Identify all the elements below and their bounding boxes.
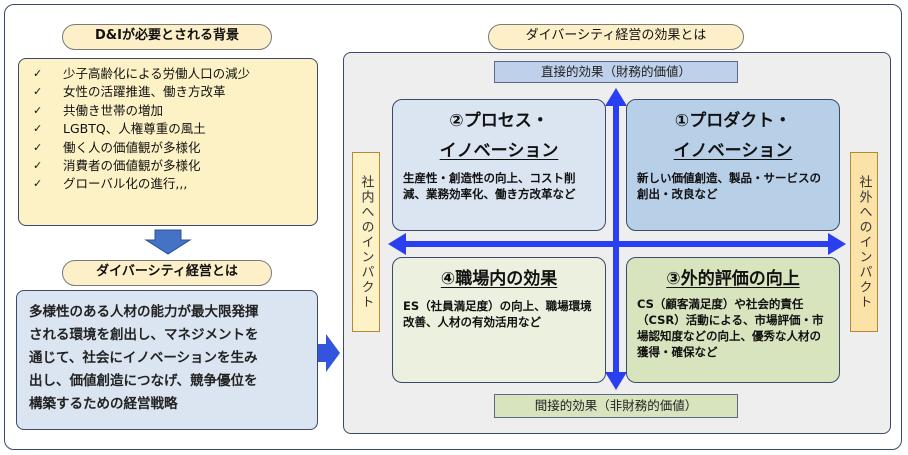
indirect-effect-label: 間接的効果（非財務的価値）	[494, 394, 738, 418]
check-icon: ✓	[33, 85, 43, 99]
check-icon: ✓	[33, 122, 43, 136]
internal-impact-label: 社内へのインパクト	[352, 152, 380, 332]
direct-effect-label: 直接的効果（財務的価値）	[494, 61, 738, 83]
quadrant-workplace-effect: ④職場内の効果 ES（社員満足度）の向上、職場環境改善、人材の有効活用など	[392, 257, 606, 383]
quadrant-text: 生産性・創造性の向上、コスト削減、業務効率化、働き方改革など	[403, 171, 576, 201]
quadrant-text: 新しい価値創造、製品・サービスの創出・改良など	[637, 171, 821, 201]
external-impact-label: 社外へのインパクト	[850, 152, 878, 332]
definition-line: 構築するための経営戦略	[29, 396, 178, 412]
background-item: ✓働く人の価値観が多様化	[29, 139, 307, 157]
quadrant-title-line2: イノベーション	[439, 141, 559, 161]
definition-line: される環境を創出し、マネジメントを	[29, 327, 259, 343]
down-arrow	[144, 229, 192, 255]
definition-line: 多様性のある人材の能力が最大限発揮	[29, 304, 259, 320]
management-title: ダイバーシティ経営とは	[62, 260, 272, 286]
background-item: ✓LGBTQ、人権尊重の風土	[29, 120, 307, 138]
check-icon: ✓	[33, 67, 43, 80]
definition-line: 通じて、社会にイノベーションを生み	[29, 350, 258, 366]
quadrant-process-innovation: ②プロセス・ イノベーション 生産性・創造性の向上、コスト削減、業務効率化、働き…	[392, 99, 606, 231]
down-arrowhead	[605, 372, 627, 390]
background-item: ✓共働き世帯の増加	[29, 102, 307, 120]
background-item: ✓消費者の価値観が多様化	[29, 157, 307, 175]
quadrant-product-innovation: ①プロダクト・ イノベーション 新しい価値創造、製品・サービスの創出・改良など	[626, 99, 840, 231]
quadrant-title: ①プロダクト・	[674, 111, 792, 131]
quadrant-title: ③外的評価の向上	[666, 269, 800, 289]
quadrant-title-line2: イノベーション	[673, 141, 793, 161]
check-icon: ✓	[33, 103, 43, 117]
outer-frame	[4, 4, 902, 450]
background-item: ✓少子高齢化による労働人口の減少	[29, 65, 307, 83]
definition-line: 出し、価値創造につなげ、競争優位を	[29, 373, 258, 389]
background-list-box: ✓少子高齢化による労働人口の減少 ✓女性の活躍推進、働き方改革 ✓共働き世帯の増…	[18, 58, 318, 226]
background-item: ✓女性の活躍推進、働き方改革	[29, 83, 307, 101]
right-arrow	[318, 334, 340, 372]
management-definition-box: 多様性のある人材の能力が最大限発揮 される環境を創出し、マネジメントを 通じて、…	[16, 290, 318, 430]
right-arrowhead	[828, 233, 846, 255]
quadrant-title: ④職場内の効果	[440, 269, 558, 289]
quadrant-text: ES（社員満足度）の向上、職場環境改善、人材の有効活用など	[403, 299, 592, 329]
quadrant-text: CS（顧客満足度）や社会的責任（CSR）活動による、市場評価・市場認知度などの向…	[637, 297, 824, 359]
check-icon: ✓	[33, 159, 43, 173]
check-icon: ✓	[33, 140, 43, 154]
background-item: ✓グローバル化の進行,,,	[29, 175, 307, 193]
quadrant-title: ②プロセス・	[449, 111, 549, 131]
left-arrowhead	[388, 233, 406, 255]
up-arrowhead	[605, 88, 627, 106]
effects-title: ダイバーシティ経営の効果とは	[488, 24, 744, 50]
quadrant-external-evaluation: ③外的評価の向上 CS（顧客満足度）や社会的責任（CSR）活動による、市場評価・…	[626, 257, 840, 383]
check-icon: ✓	[33, 177, 43, 191]
background-title: D&Iが必要とされる背景	[62, 24, 272, 50]
